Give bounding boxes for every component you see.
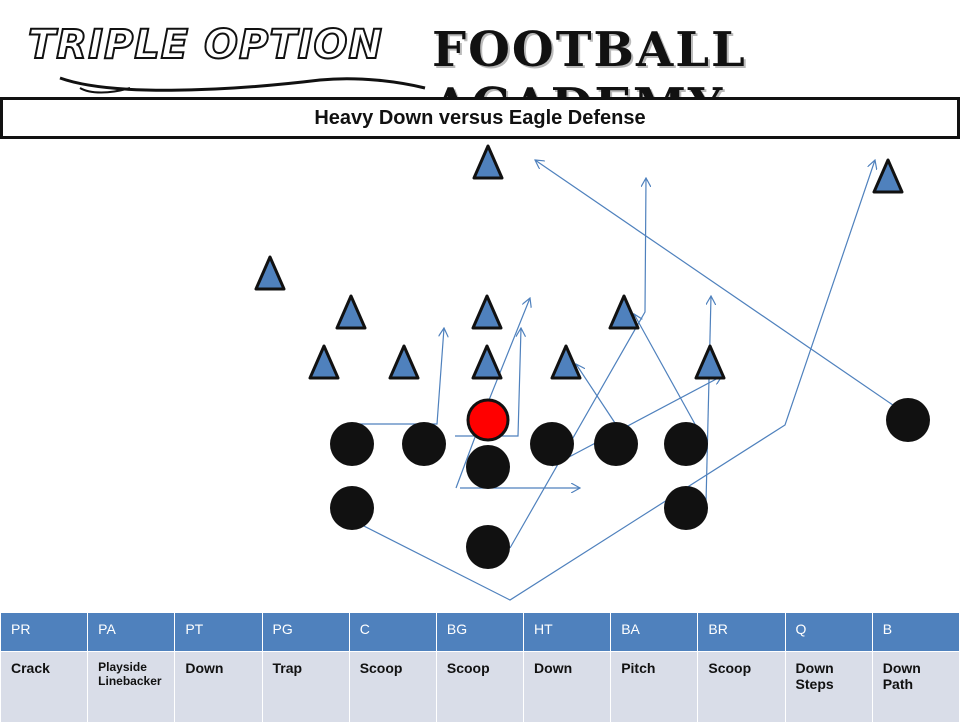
route-wide-receiver [535,160,907,415]
offense-player [886,398,930,442]
defender-triangle [388,344,420,380]
position-cell: B [871,612,960,652]
offense [330,398,930,569]
play-diagram [254,144,930,601]
defender-triangle [308,344,340,380]
route-back [351,160,875,601]
offense-player [664,422,708,466]
route-wing [705,296,711,504]
offense-player [330,422,374,466]
position-cell: PA [87,612,176,652]
offense-player [466,445,510,489]
assignment-cell: Down Steps [784,651,873,723]
assignment-cell: Scoop [348,651,437,723]
assignment-cell: Playside Linebacker [87,651,176,723]
assignment-cell: Trap [261,651,350,723]
route-right-guard [551,376,722,467]
assignment-cell: Scoop [697,651,786,723]
assignment-cell: Down Path [871,651,960,723]
logo-script-text: TRIPLE OPTION [27,21,383,69]
route-lines [351,160,907,601]
offense-player [330,486,374,530]
position-cell: BG [435,612,525,652]
header: TRIPLE OPTION FOOTBALL ACADEMY [0,0,960,134]
position-cell: PT [174,612,263,652]
position-cell: C [348,612,437,652]
offense-player [402,422,446,466]
position-cell: HT [523,612,612,652]
defender-triangle [550,344,582,380]
play-title: Heavy Down versus Eagle Defense [0,97,960,139]
defense [254,144,904,380]
route-right-end [634,314,707,445]
offense-player [594,422,638,466]
defender-triangle [471,294,503,330]
defender-triangle [254,255,286,291]
defender-triangle [471,344,503,380]
route-quarterback [509,178,646,549]
assignment-cell: Down [174,651,263,723]
defender-triangle [608,294,640,330]
assignment-cell: Pitch [610,651,699,723]
position-row: PR PA PT PG C BG HT BA BR Q B [0,612,960,652]
defender-triangle [472,144,504,180]
defender-triangle [694,344,726,380]
route-right-tackle [576,364,616,424]
center-ball-player [466,398,510,442]
position-cell: BR [697,612,786,652]
assignment-cell: Crack [0,651,89,723]
assignment-cell: Scoop [435,651,525,723]
assignment-row: Crack Playside Linebacker Down Trap Scoo… [0,651,960,723]
position-cell: BA [610,612,699,652]
offense-player [530,422,574,466]
position-cell: PG [261,612,350,652]
route-left-tackle [352,328,444,425]
assignment-table: PR PA PT PG C BG HT BA BR Q B Crack Play… [0,612,960,723]
offense-player [664,486,708,530]
offense-player [466,525,510,569]
logo-swoosh-icon [59,76,426,94]
defender-triangle [872,158,904,194]
position-cell: PR [0,612,89,652]
defender-triangle [335,294,367,330]
assignment-cell: Down [523,651,612,723]
position-cell: Q [784,612,873,652]
